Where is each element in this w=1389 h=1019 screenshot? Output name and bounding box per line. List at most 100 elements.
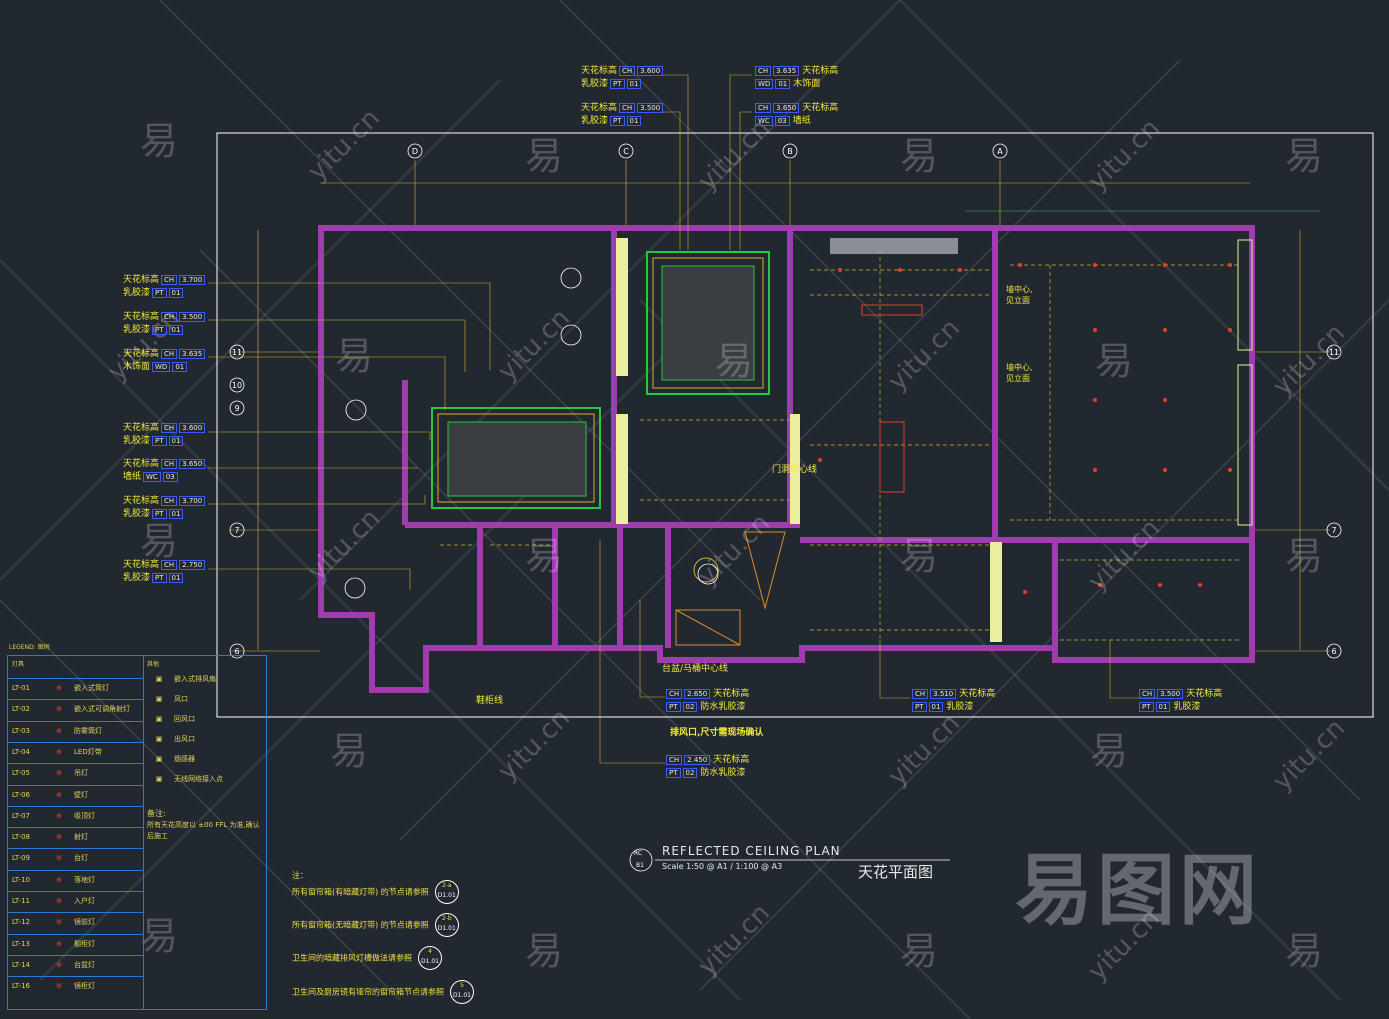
tag-code: CH: [161, 560, 178, 570]
legend-code: LT-02: [12, 705, 31, 714]
light-symbol-icon: ⊕: [56, 790, 62, 799]
tag-code: CH: [161, 459, 178, 469]
axis-label: A: [997, 147, 1003, 156]
tag-code: 01: [1155, 702, 1171, 712]
legend-name: 嵌入式筒灯: [74, 684, 109, 692]
legend-name: 台盆灯: [74, 960, 95, 969]
elevation-note: 墙中心,见立面: [1006, 285, 1033, 305]
legend-name: 烟感器: [174, 755, 195, 763]
tag-label: 天花标高: [581, 66, 618, 76]
fixture-symbol-icon: ▣: [155, 715, 163, 723]
legend-name: 嵌入式可调角射灯: [74, 705, 130, 714]
tag-label: 乳胶漆: [123, 573, 151, 583]
tag-code: 3.700: [179, 275, 206, 285]
legend-code: LT-08: [12, 833, 31, 842]
tag-code: CH: [161, 275, 178, 285]
legend-code: LT-16: [12, 982, 31, 991]
fixture-symbol-icon: ▣: [155, 695, 163, 703]
legend-name: 风口: [174, 695, 188, 703]
tag-code: PT: [666, 702, 681, 712]
axis-label: 6: [1331, 647, 1336, 656]
axis-label: C: [623, 147, 629, 156]
tag-code: 2.750: [179, 560, 206, 570]
tag-label: 天花标高: [959, 689, 996, 699]
legend-row: LT-11⊕入户灯: [8, 891, 143, 910]
tag-label: 天花标高: [123, 275, 160, 285]
legend-code: LT-12: [12, 918, 31, 927]
tag-code: CH: [755, 66, 772, 76]
legend-code: LT-09: [12, 854, 31, 863]
legend-section: 灯具: [12, 661, 25, 668]
light-symbol-icon: ⊕: [56, 854, 62, 863]
tag-code: CH: [1139, 689, 1156, 699]
legend-row: ▣ 烟感器: [144, 750, 264, 768]
legend-name: 橱柜灯: [74, 939, 95, 948]
legend-name: 回风口: [174, 715, 195, 723]
legend-code: LT-05: [12, 769, 31, 778]
tag-code: PT: [152, 509, 167, 519]
drawing-scale: Scale 1:50 @ A1 / 1:100 @ A3: [662, 862, 783, 871]
legend-remark: 所有天花高度以 ±00 FFL 为准,确认后施工: [147, 821, 260, 840]
legend-row: LT-04⊕LED灯带: [8, 741, 143, 761]
leaders: [208, 74, 1158, 764]
fixture-symbol-icon: ▣: [155, 755, 163, 763]
tag-code: PT: [610, 116, 625, 126]
title-tag-bottom: B1: [636, 862, 644, 869]
legend-name: 镜柜灯: [74, 982, 95, 991]
tag-code: CH: [619, 103, 636, 113]
legend-row: ▣无线网络接入点: [144, 770, 264, 788]
light-symbol-icon: ⊕: [56, 982, 62, 991]
tag-code: 3.635: [179, 349, 206, 359]
tag-code: PT: [666, 768, 681, 778]
tag-code: 03: [162, 472, 178, 482]
tag-label: 乳胶漆: [123, 509, 151, 519]
tag-label: 天花标高: [802, 103, 839, 113]
legend-row: LT-08⊕射灯: [8, 827, 143, 846]
axis-label: D: [412, 147, 418, 156]
axis-bubbles: [229, 143, 1342, 659]
tag-code: 3.500: [179, 312, 206, 322]
tag-code: CH: [161, 496, 178, 506]
tag-code: CH: [161, 349, 178, 359]
coffer-left: [431, 407, 601, 509]
legend-name: 镜前灯: [74, 918, 95, 927]
legend-row: LT-10⊕落地灯: [8, 869, 143, 889]
legend-row: LT-01⊕嵌入式筒灯: [8, 678, 143, 697]
legend-name: 出风口: [174, 735, 195, 743]
legend-name: 落地灯: [74, 875, 95, 884]
axis-label: 6: [234, 647, 239, 656]
legend-row: LT-09⊕台灯: [8, 848, 143, 867]
tag-label: 天花标高: [123, 459, 160, 469]
tag-label: 乳胶漆: [123, 436, 151, 446]
light-symbol-icon: ⊕: [56, 811, 62, 820]
tag-label: 天花标高: [123, 496, 160, 506]
tag-code: PT: [152, 436, 167, 446]
legend-code: LT-03: [12, 726, 31, 735]
tag-code: PT: [152, 325, 167, 335]
legend-row: ▣嵌入式排风扇: [144, 670, 264, 688]
